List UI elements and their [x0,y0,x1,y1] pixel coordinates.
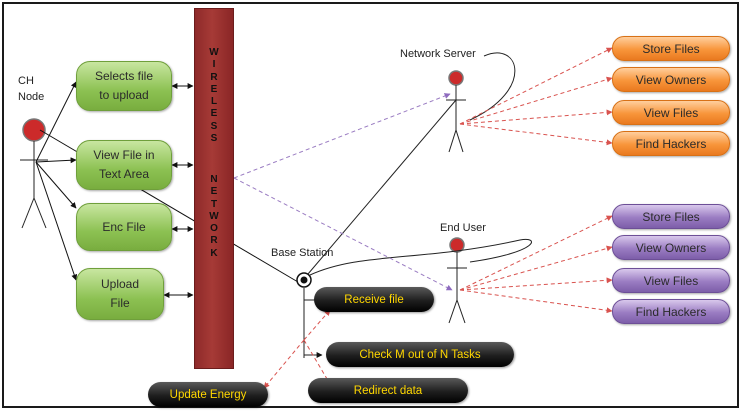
action-label: View File in [93,148,155,162]
user-action-links [459,215,613,314]
bar-letter: S [210,133,218,145]
end-user-label: End User [440,222,486,234]
action-label: to upload [99,88,149,102]
action-label: Find Hackers [635,136,707,151]
bar-letter: O [210,223,218,235]
selects-file-upload-box[interactable]: Selects file to upload [76,61,172,111]
server-view-owners[interactable]: View Owners [612,67,730,92]
action-label: Enc File [102,219,146,234]
bar-letter: E [210,186,218,198]
network-server-actor [446,52,516,153]
user-view-owners[interactable]: View Owners [612,235,730,260]
action-label: Store Files [642,41,700,56]
user-store-files[interactable]: Store Files [612,204,730,229]
action-label: Find Hackers [635,304,707,319]
wireless-letters: W I R E L E S S [195,47,233,145]
bar-letter: E [210,83,218,95]
server-action-links [459,47,613,146]
ch-node-head [22,118,46,142]
action-label: Update Energy [169,388,247,401]
bar-letter: T [210,198,218,210]
view-file-text-area-box[interactable]: View File in Text Area [76,140,172,190]
bar-letter: R [210,71,218,83]
bar-links [163,83,194,298]
action-label: View Owners [635,240,707,255]
action-label: Receive file [344,293,404,306]
action-label: Text Area [98,167,150,181]
action-label: Upload [100,277,140,291]
bar-letter: S [210,120,218,132]
action-label: View Files [643,273,699,288]
action-label: Check M out of N Tasks [359,348,481,361]
action-label: View Owners [635,72,707,87]
user-view-files[interactable]: View Files [612,268,730,293]
bar-letter: W [209,210,219,222]
bar-letter: I [212,59,216,71]
ch-node-label-line2: Node [18,91,45,103]
base-station-node [296,99,532,358]
server-find-hackers[interactable]: Find Hackers [612,131,730,156]
receive-file-box[interactable]: Receive file [314,287,434,312]
ch-node-actor [20,118,48,229]
action-label: Store Files [642,209,700,224]
base-action-links [263,309,331,389]
bar-letter: K [210,247,218,259]
action-label: File [110,296,130,310]
bar-letter: N [210,174,218,185]
bar-letter: E [210,108,218,120]
upload-file-box[interactable]: Upload File [76,268,164,320]
bar-letter: R [210,235,218,247]
check-m-out-of-n-tasks-box[interactable]: Check M out of N Tasks [326,342,514,367]
user-find-hackers[interactable]: Find Hackers [612,299,730,324]
wireless-network-bar: W I R E L E S S N E T W O R K [194,8,234,369]
action-label: Redirect data [353,384,423,397]
redirect-data-box[interactable]: Redirect data [308,378,468,403]
end-user-actor [447,237,467,324]
base-station-label: Base Station [271,247,334,259]
bar-letter: W [209,47,219,58]
network-server-label: Network Server [400,48,476,60]
network-letters: N E T W O R K [195,174,233,260]
enc-file-box[interactable]: Enc File [76,203,172,251]
update-energy-box[interactable]: Update Energy [148,382,268,407]
diagram-border [2,2,739,408]
bar-letter: L [210,96,218,108]
action-label: View Files [643,105,699,120]
ch-node-label-line1: CH [18,75,34,87]
server-store-files[interactable]: Store Files [612,36,730,61]
server-view-files[interactable]: View Files [612,100,730,125]
action-label: Selects file [94,69,154,83]
network-dashed-links [233,93,453,291]
